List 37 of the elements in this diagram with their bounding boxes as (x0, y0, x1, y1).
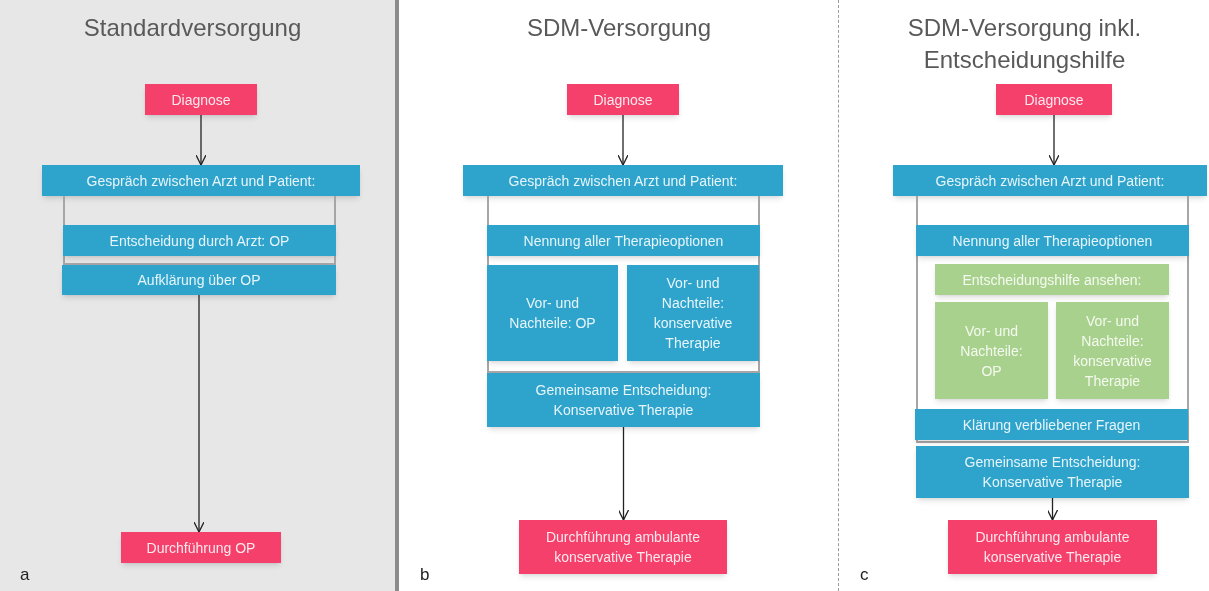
panel-title: SDM-Versorgung (526, 13, 712, 43)
group-frame (63, 196, 336, 265)
group-frame (916, 196, 1189, 443)
arrow (617, 114, 629, 166)
process-box: Nennung aller Therapieoptionen (916, 225, 1189, 256)
panel-background (0, 0, 395, 591)
process-box: Gespräch zwischen Arzt und Patient: (463, 165, 783, 196)
process-box: Vor- und Nachteile: konservative Therapie (627, 265, 759, 361)
arrow (195, 114, 207, 166)
arrow (1048, 114, 1060, 166)
process-box: Gespräch zwischen Arzt und Patient: (42, 165, 360, 196)
process-box: Durchführung OP (121, 532, 281, 563)
panel-title: SDM-Versorgung inkl. Entscheidungshilfe (906, 13, 1143, 75)
process-box: Entscheidung durch Arzt: OP (63, 225, 336, 256)
panel-letter: a (20, 564, 30, 586)
group-frame (487, 196, 760, 373)
process-box: Gemeinsame Entscheidung: Konservative Therapie (487, 373, 760, 427)
process-box: Nennung aller Therapieoptionen (487, 225, 760, 256)
process-box: Klärung verbliebener Fragen (915, 409, 1188, 440)
process-box: Durchführung ambulante konservative Therapie (948, 520, 1157, 574)
process-box: Vor- und Nachteile: konservative Therapie (1056, 302, 1169, 399)
arrow (193, 294, 205, 533)
panel-letter: c (860, 564, 869, 586)
arrow (617, 426, 630, 521)
process-box: Entscheidungshilfe ansehen: (935, 264, 1169, 295)
process-box: Durchführung ambulante konservative Therapie (519, 520, 727, 574)
process-box: Diagnose (567, 84, 679, 115)
process-box: Gemeinsame Entscheidung: Konservative Therapie (916, 446, 1189, 498)
process-box: Aufklärung über OP (62, 265, 336, 295)
panel-title: Standardversorgung (83, 13, 302, 43)
panel-letter: b (420, 564, 430, 586)
process-box: Gespräch zwischen Arzt und Patient: (893, 165, 1207, 196)
process-box: Diagnose (996, 84, 1112, 115)
process-box: Vor- und Nachteile: OP (935, 302, 1048, 399)
process-box: Diagnose (145, 84, 257, 115)
arrow (1046, 497, 1059, 521)
process-box: Vor- und Nachteile: OP (487, 265, 618, 361)
